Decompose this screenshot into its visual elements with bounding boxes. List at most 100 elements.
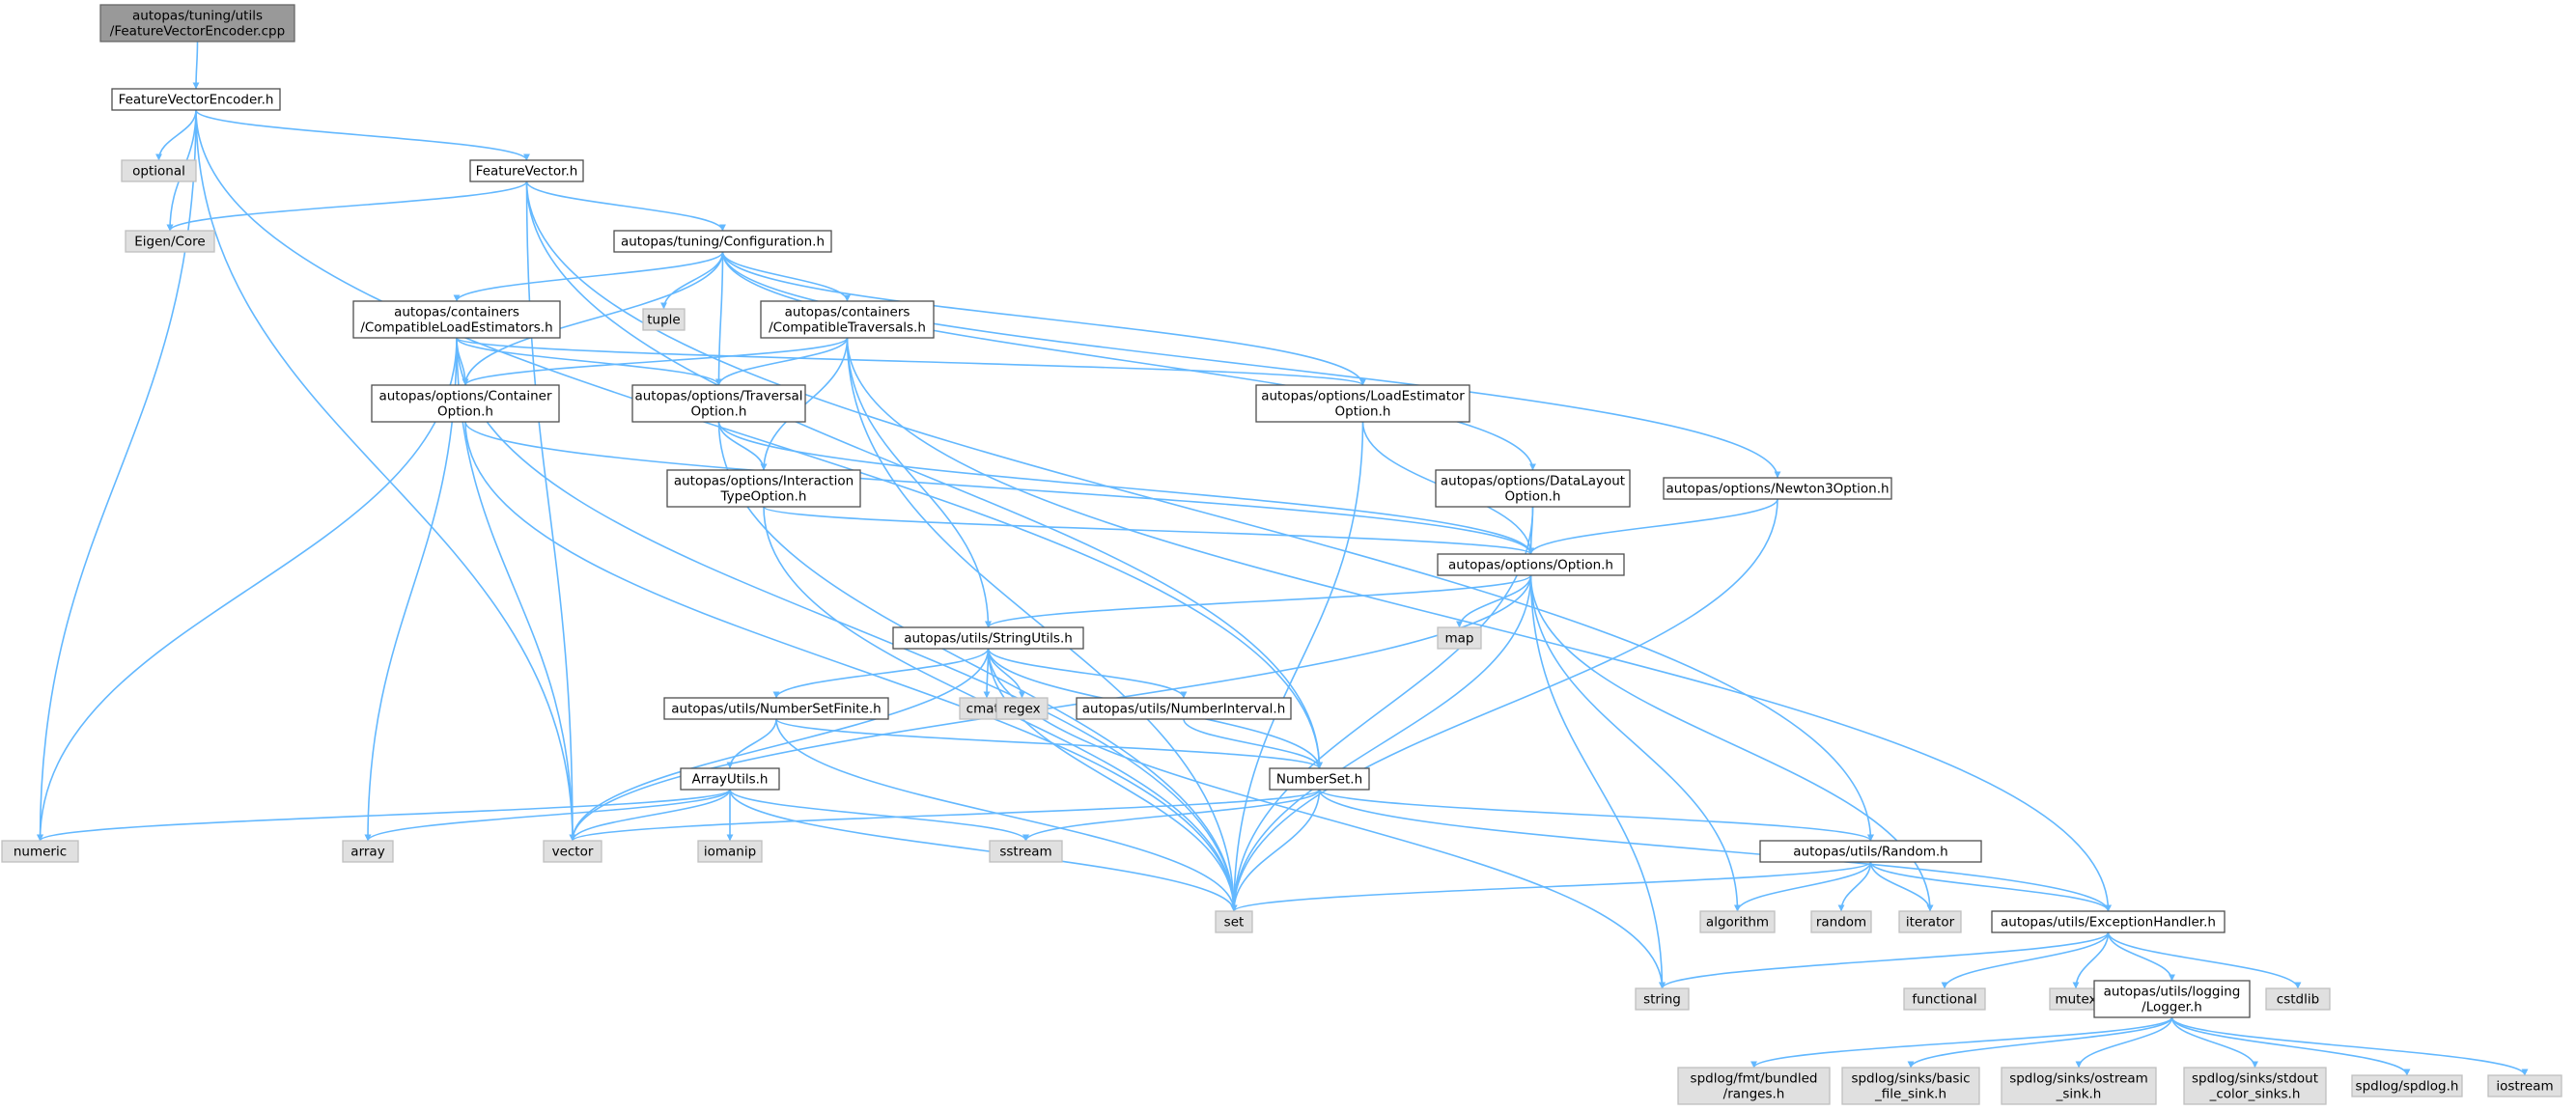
edge-config-to-ct <box>721 251 851 302</box>
node-logger[interactable]: autopas/utils/logging/Logger.h <box>2093 980 2251 1018</box>
edge-config-to-tuple <box>660 251 724 310</box>
edge-random_h-to-iterator <box>1869 861 1934 912</box>
edge-ns-to-random_h <box>1318 789 1874 842</box>
edge-random_h-to-set <box>1230 861 1872 912</box>
node-label-sstream-line-1: sstream <box>999 845 1051 860</box>
node-box-config <box>613 230 832 253</box>
node-label-set-line-1: set <box>1224 915 1245 930</box>
node-nsf[interactable]: autopas/utils/NumberSetFinite.h <box>663 697 889 720</box>
node-label-vector-line-1: vector <box>552 845 594 860</box>
node-label-itype-line-2: TypeOption.h <box>720 489 807 505</box>
node-tuple: tuple <box>642 308 686 331</box>
node-fv[interactable]: FeatureVector.h <box>469 159 584 182</box>
node-iostream: iostream <box>2487 1074 2562 1097</box>
node-label-logger-line-1: autopas/utils/logging <box>2104 985 2241 1000</box>
node-label-random-line-1: random <box>1816 915 1866 930</box>
node-box-string <box>1635 987 1690 1011</box>
edge-ct-to-cont <box>462 337 849 386</box>
edge-root-to-fve <box>192 41 200 90</box>
edge-ni-to-ns <box>1183 718 1323 769</box>
edge-cont-to-option <box>464 421 1534 555</box>
edge-random_h-to-eh <box>1869 861 2112 912</box>
node-mutex: mutex <box>2049 987 2103 1011</box>
edge-option-to-set <box>1230 574 1532 912</box>
node-label-le-line-2: Option.h <box>1335 404 1391 420</box>
node-option[interactable]: autopas/options/Option.h <box>1437 553 1625 576</box>
edge-su-to-ni <box>987 648 1188 699</box>
node-sstream: sstream <box>989 840 1063 863</box>
node-label-dl-line-2: Option.h <box>1505 489 1561 505</box>
edge-option-to-map <box>1456 574 1532 628</box>
node-label-eh-line-1: autopas/utils/ExceptionHandler.h <box>2001 915 2216 930</box>
node-label-dl-line-1: autopas/options/DataLayout <box>1441 474 1625 489</box>
edge-ct-to-set <box>846 337 1238 912</box>
node-label-fmt-line-2: /ranges.h <box>1723 1087 1785 1102</box>
edge-ct-to-trav <box>715 337 849 386</box>
node-box-fv <box>469 159 584 182</box>
node-label-cstdlib-line-1: cstdlib <box>2277 992 2319 1008</box>
node-random_h[interactable]: autopas/utils/Random.h <box>1759 840 1982 863</box>
node-root[interactable]: autopas/tuning/utils/FeatureVectorEncode… <box>99 4 295 42</box>
node-eh[interactable]: autopas/utils/ExceptionHandler.h <box>1991 910 2226 933</box>
node-au[interactable]: ArrayUtils.h <box>680 767 780 791</box>
edge-option-to-string <box>1529 574 1666 989</box>
edge-dl-to-set <box>1230 506 1534 912</box>
edge-nsf-to-ns <box>775 718 1323 769</box>
node-label-algorithm-line-1: algorithm <box>1706 915 1769 930</box>
edge-au-to-sstream <box>729 789 1029 842</box>
node-label-oss-line-1: spdlog/sinks/ostream <box>2009 1071 2148 1087</box>
node-config[interactable]: autopas/tuning/Configuration.h <box>613 230 832 253</box>
node-ct[interactable]: autopas/containers/CompatibleTraversals.… <box>760 300 935 339</box>
node-fmt: spdlog/fmt/bundled/ranges.h <box>1677 1067 1831 1105</box>
edge-au-to-vector <box>569 789 731 842</box>
nodes-layer: autopas/tuning/utils/FeatureVectorEncode… <box>1 4 2562 1105</box>
edge-logger-to-iostream <box>2170 1016 2529 1076</box>
edge-fv-to-config <box>525 181 726 232</box>
node-box-ct <box>760 300 935 339</box>
node-random: random <box>1810 910 1872 933</box>
node-array: array <box>342 840 394 863</box>
node-string: string <box>1635 987 1690 1011</box>
node-box-cstdlib <box>2265 987 2331 1011</box>
edge-config-to-trav <box>715 251 724 386</box>
node-box-random <box>1810 910 1872 933</box>
node-box-functional <box>1903 987 1986 1011</box>
node-label-scs-line-2: _color_sinks.h <box>2209 1087 2301 1102</box>
node-vector: vector <box>543 840 602 863</box>
node-ni[interactable]: autopas/utils/NumberInterval.h <box>1076 697 1292 720</box>
node-box-tuple <box>642 308 686 331</box>
node-cle[interactable]: autopas/containers/CompatibleLoadEstimat… <box>352 300 561 339</box>
node-label-ni-line-1: autopas/utils/NumberInterval.h <box>1082 702 1286 717</box>
node-label-map-line-1: map <box>1445 631 1474 647</box>
node-box-cle <box>352 300 561 339</box>
node-numeric: numeric <box>1 840 79 863</box>
edge-config-to-dl <box>721 251 1536 471</box>
edge-n3-to-option <box>1527 498 1778 555</box>
node-label-iterator-line-1: iterator <box>1906 915 1955 930</box>
node-ns[interactable]: NumberSet.h <box>1269 767 1370 791</box>
edge-logger-to-scs <box>2170 1016 2258 1069</box>
node-fve[interactable]: FeatureVectorEncoder.h <box>111 88 281 111</box>
node-label-cont-line-1: autopas/options/Container <box>378 389 551 404</box>
node-oss: spdlog/sinks/ostream_sink.h <box>2001 1067 2157 1105</box>
edge-ns-to-set <box>1230 789 1321 912</box>
node-label-cont-line-2: Option.h <box>437 404 493 420</box>
node-cstdlib: cstdlib <box>2265 987 2331 1011</box>
node-label-iostream-line-1: iostream <box>2496 1079 2553 1095</box>
node-su[interactable]: autopas/utils/StringUtils.h <box>892 626 1084 650</box>
node-label-cle-line-1: autopas/containers <box>394 305 519 320</box>
edge-cle-to-numeric <box>37 337 458 842</box>
node-label-scs-line-1: spdlog/sinks/stdout <box>2192 1071 2318 1087</box>
node-box-sstream <box>989 840 1063 863</box>
edge-au-to-numeric <box>37 789 731 842</box>
node-n3[interactable]: autopas/options/Newton3Option.h <box>1663 477 1892 500</box>
node-label-optional-line-1: optional <box>132 164 185 180</box>
edge-au-to-array <box>364 789 731 842</box>
node-box-dl <box>1435 469 1631 508</box>
edge-fve-to-vector <box>195 109 576 842</box>
